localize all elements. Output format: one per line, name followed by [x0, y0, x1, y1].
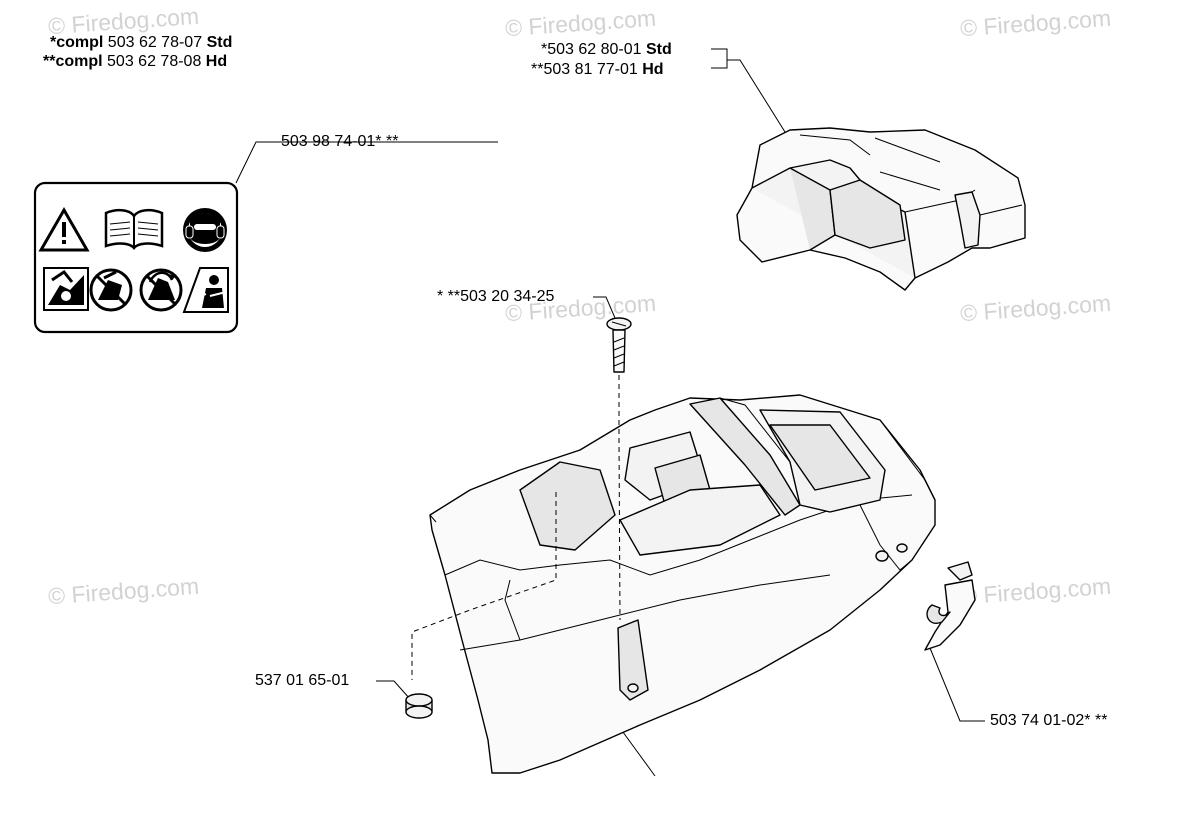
decal-part-label: 503 98 74-01* **: [281, 133, 399, 150]
cover-std-part-label: *503 62 80-01 Std: [541, 41, 672, 58]
warning-decal: [33, 181, 239, 334]
grommet-part-label: 537 01 65-01: [255, 672, 350, 689]
manual-book-icon: [104, 208, 164, 250]
two-hand-operation-icon: [182, 267, 229, 313]
warning-triangle-icon: [38, 206, 90, 252]
kickback-icon: [139, 268, 183, 312]
ear-eye-protection-icon: [183, 208, 227, 252]
complete-assembly-hd-label: **compl 503 62 78-08 Hd: [43, 53, 228, 70]
top-cover: [736, 127, 1026, 291]
cover-hd-part-label: **503 81 77-01 Hd: [531, 61, 664, 78]
complete-assembly-std-label: *compl 503 62 78-07 Std: [50, 34, 233, 51]
main-housing: [411, 394, 936, 774]
hand-hazard-icon: [43, 267, 89, 311]
grommet: [405, 693, 433, 719]
clip: [924, 561, 976, 651]
no-one-hand-icon: [89, 268, 133, 312]
screw-part-label: * **503 20 34-25: [437, 288, 555, 305]
leader-lines: [235, 48, 985, 777]
screw: [606, 317, 632, 621]
clip-part-label: 503 74 01-02* **: [990, 712, 1108, 729]
